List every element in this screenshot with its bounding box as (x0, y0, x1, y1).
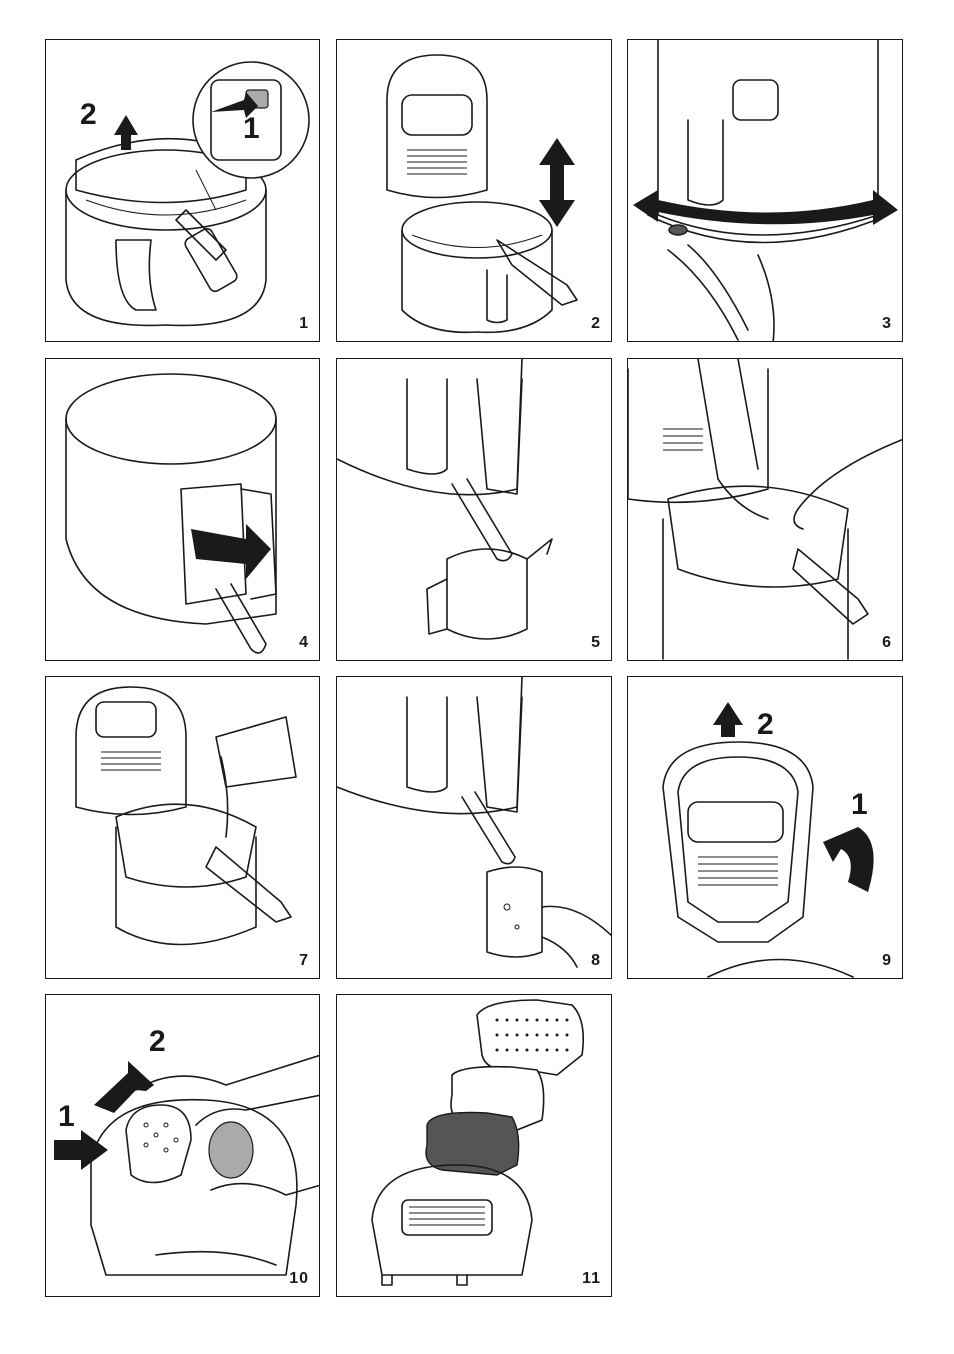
step-1-callout-lift: 2 (80, 98, 97, 132)
step-5-panel: 5 (336, 358, 612, 661)
basket-up-down-illustration (337, 40, 612, 342)
insert-filter-paper-illustration (628, 359, 903, 661)
step-4-number: 4 (299, 634, 309, 652)
fryer-lid-open-illustration (46, 40, 320, 342)
step-10-panel: 1 2 1 10 (45, 994, 320, 1297)
step-5-number: 5 (591, 634, 601, 652)
step-9-callout-lift: 2 (757, 708, 774, 742)
step-2-number: 2 (591, 315, 601, 333)
step-8-number: 8 (591, 952, 601, 970)
step-10-callout-press: 1 (58, 1100, 75, 1134)
step-9-callout-unhook: 1 (851, 788, 868, 822)
step-1-number: 1 (299, 315, 309, 333)
step-9-number: 9 (882, 952, 892, 970)
step-9-panel: 2 1 9 (627, 676, 903, 979)
step-1-callout-press: 1 (243, 112, 260, 146)
filter-parts-exploded-illustration (337, 995, 612, 1297)
open-drain-hatch-illustration (46, 359, 320, 661)
step-3-panel: 3 (627, 39, 903, 342)
step-7-number: 7 (299, 952, 309, 970)
step-1-panel: 2 1 1 (45, 39, 320, 342)
step-6-number: 6 (882, 634, 892, 652)
step-11-number: 11 (582, 1270, 601, 1288)
drain-into-glass-illustration (337, 677, 612, 979)
pour-oil-illustration (46, 677, 320, 979)
drain-oil-into-jug-illustration (337, 359, 612, 661)
step-4-panel: 4 (45, 358, 320, 661)
step-3-number: 3 (882, 315, 892, 333)
rotate-base-illustration (628, 40, 903, 342)
step-11-panel: 11 (336, 994, 612, 1297)
step-6-panel: 6 (627, 358, 903, 661)
step-10-number: 10 (289, 1270, 309, 1288)
step-8-panel: 8 (336, 676, 612, 979)
filter-grille-dots (496, 1019, 569, 1052)
step-7-panel: 7 (45, 676, 320, 979)
step-10-callout-lift: 2 (149, 1025, 166, 1059)
step-2-panel: 2 (336, 39, 612, 342)
remove-filter-illustration (46, 995, 320, 1297)
